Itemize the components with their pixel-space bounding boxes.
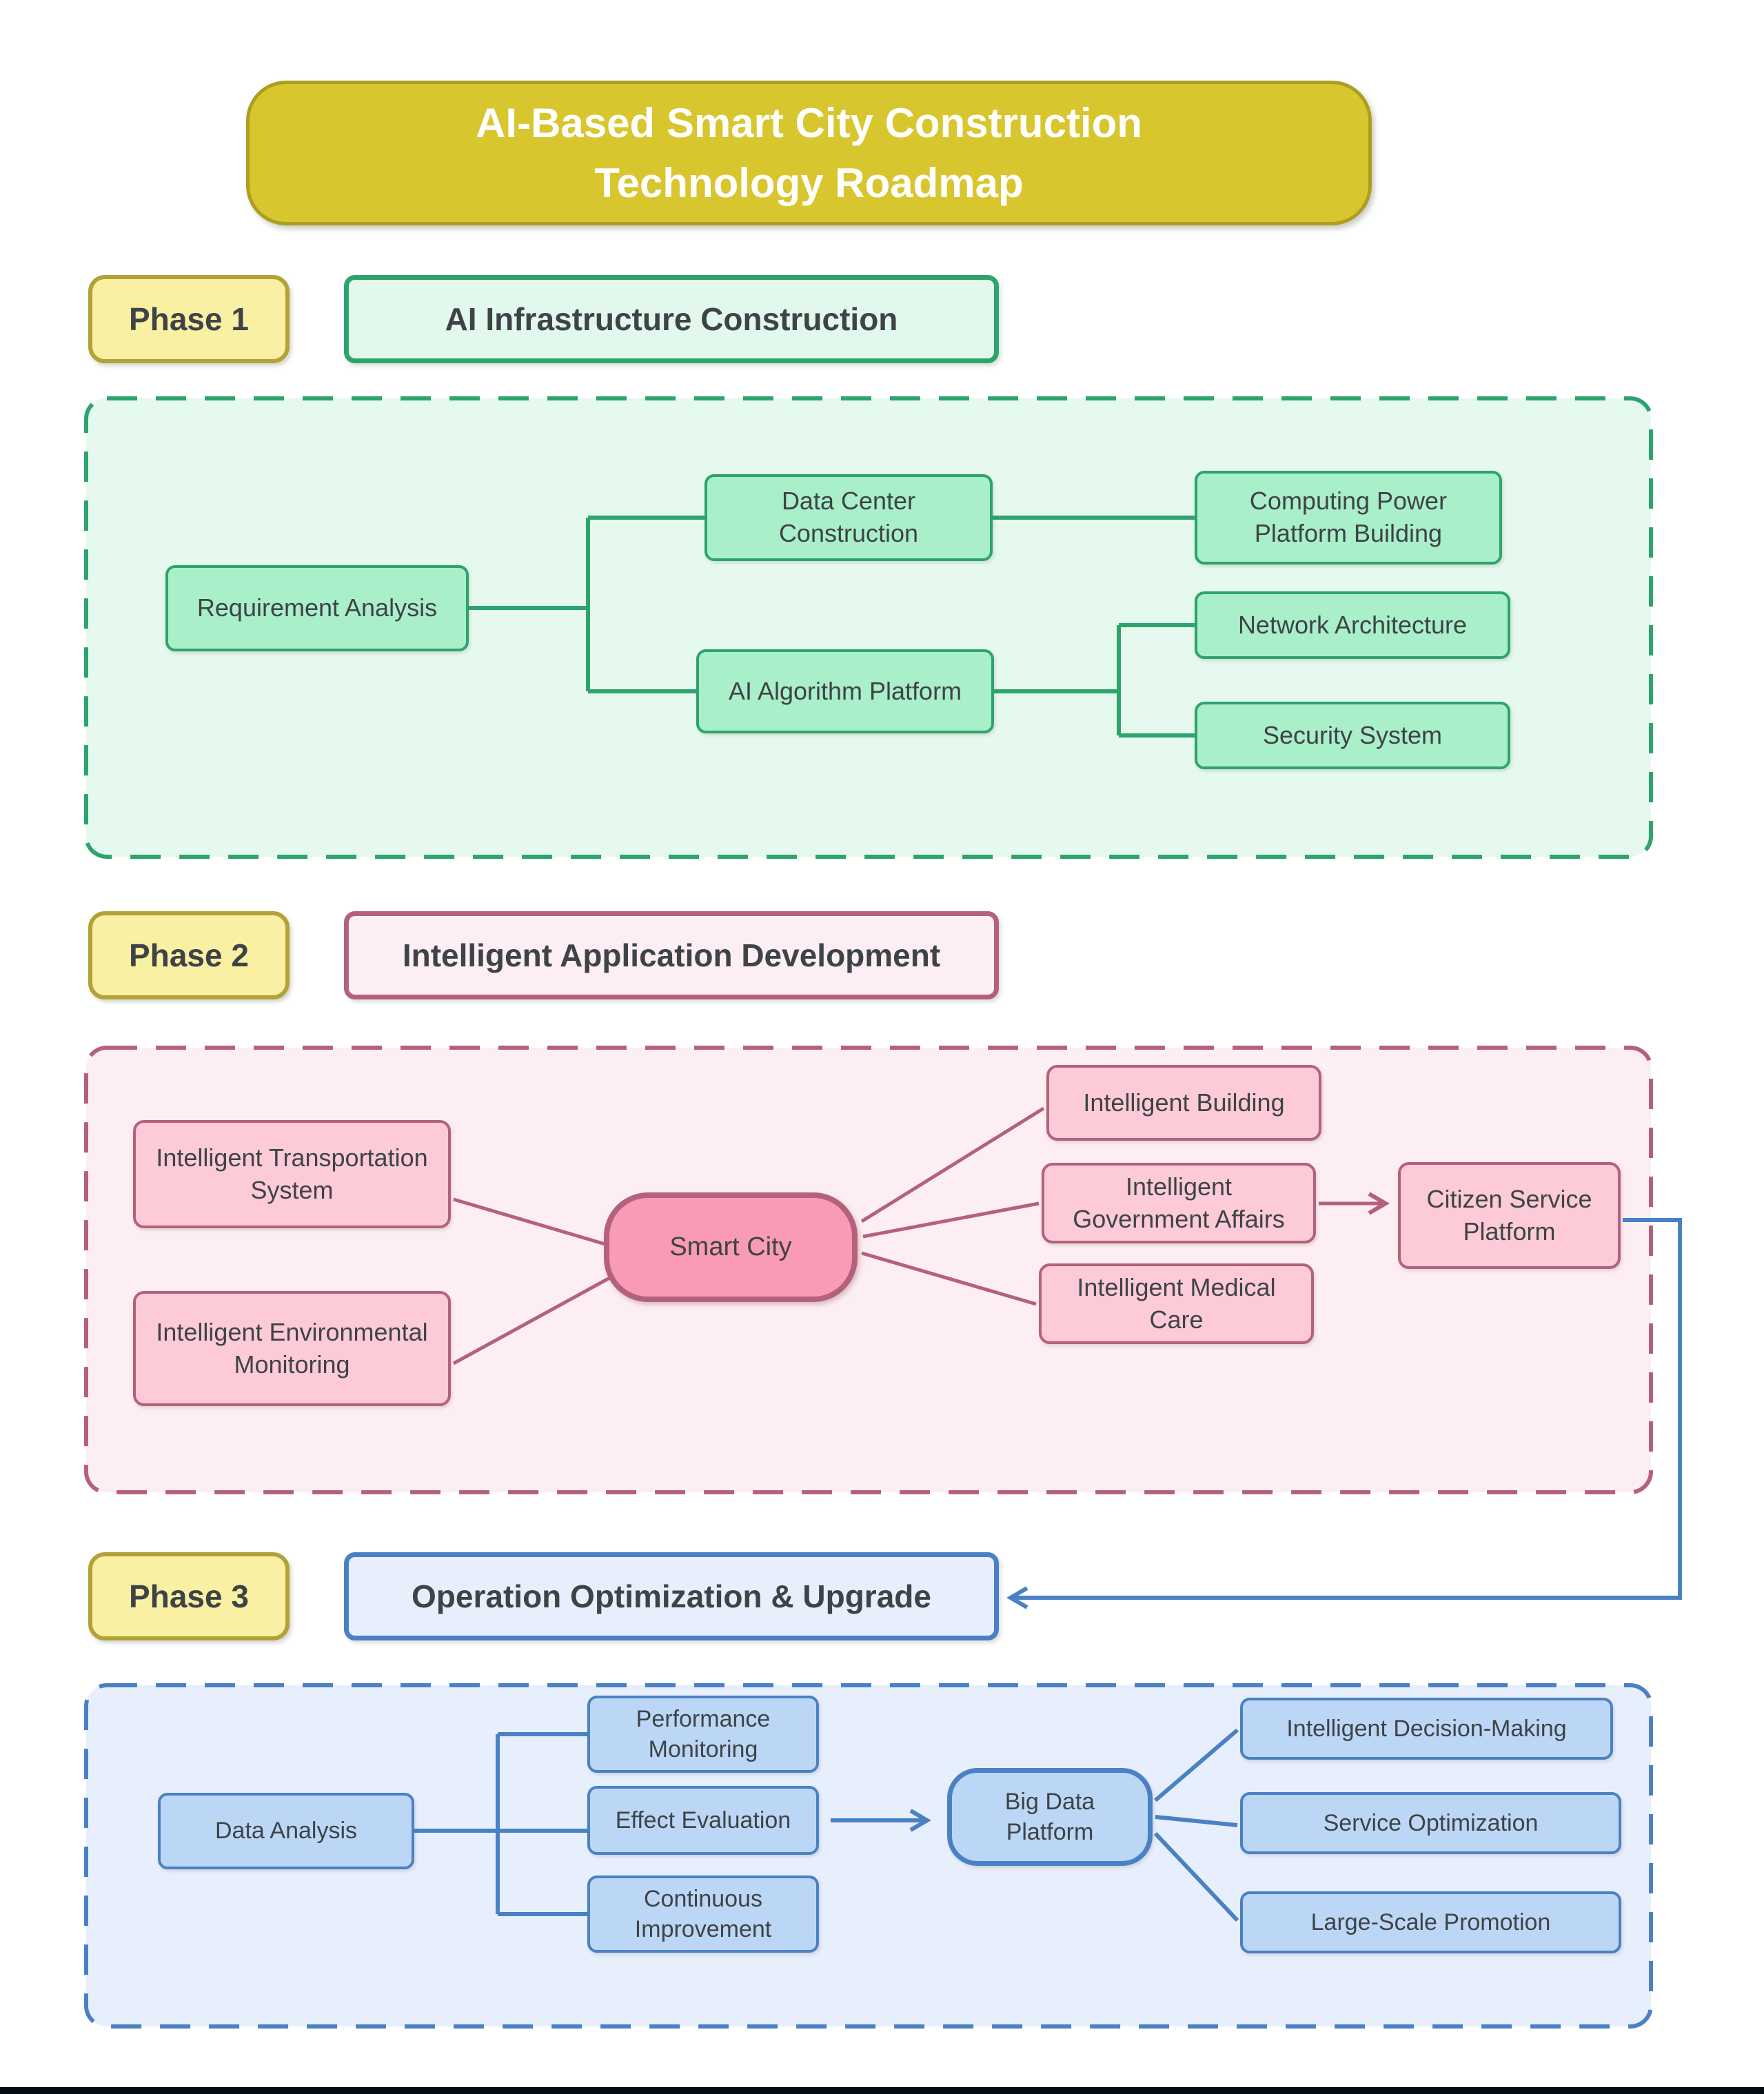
diagram-title-line1: AI-Based Smart City Construction (476, 100, 1142, 146)
feedback-connector (1006, 1218, 1682, 1609)
phase2-title: Intelligent Application Development (344, 911, 999, 999)
phase2-title-text: Intelligent Application Development (402, 937, 941, 973)
phase1-title: AI Infrastructure Construction (344, 275, 999, 363)
phase2-label-text: Phase 2 (129, 937, 249, 973)
phase3-title: Operation Optimization & Upgrade (344, 1552, 999, 1640)
node-intelligent-government: Intelligent Government Affairs (1042, 1163, 1316, 1243)
node-large-scale-promotion: Large-Scale Promotion (1240, 1891, 1621, 1953)
node-service-optimization: Service Optimization (1240, 1792, 1621, 1854)
node-requirement-analysis: Requirement Analysis (165, 565, 469, 651)
node-intelligent-environmental: Intelligent Environmental Monitoring (133, 1291, 451, 1406)
phase1-label-text: Phase 1 (129, 301, 249, 337)
node-data-center-construction: Data Center Construction (704, 474, 993, 561)
node-data-analysis: Data Analysis (158, 1793, 414, 1869)
phase3-title-text: Operation Optimization & Upgrade (412, 1578, 931, 1614)
node-computing-power-platform: Computing Power Platform Building (1195, 471, 1502, 565)
node-network-architecture: Network Architecture (1195, 591, 1510, 659)
node-intelligent-medical: Intelligent Medical Care (1039, 1263, 1314, 1344)
diagram-title-banner: AI-Based Smart City Construction Technol… (246, 81, 1372, 225)
diagram-title-line2: Technology Roadmap (594, 160, 1024, 206)
node-intelligent-building: Intelligent Building (1046, 1065, 1321, 1141)
node-performance-monitoring: Performance Monitoring (587, 1696, 819, 1773)
node-continuous-improvement: Continuous Improvement (587, 1876, 819, 1953)
phase3-label: Phase 3 (88, 1552, 290, 1640)
phase1-connectors (469, 516, 1195, 738)
node-ai-algorithm-platform: AI Algorithm Platform (696, 649, 994, 733)
phase1-title-text: AI Infrastructure Construction (445, 301, 898, 337)
node-intelligent-decision-making: Intelligent Decision-Making (1240, 1698, 1613, 1760)
node-big-data-platform: Big Data Platform (947, 1768, 1153, 1866)
phase1-label: Phase 1 (88, 275, 290, 363)
node-security-system: Security System (1195, 702, 1510, 769)
node-intelligent-transportation: Intelligent Transportation System (133, 1120, 451, 1228)
node-citizen-service-platform: Citizen Service Platform (1398, 1162, 1621, 1269)
phase2-container (84, 1046, 1653, 1494)
bottom-edge-bar (0, 2087, 1764, 2094)
phase2-connectors (452, 1106, 1390, 1365)
phase3-connectors (414, 1728, 1239, 1922)
phase3-label-text: Phase 3 (129, 1578, 249, 1614)
node-smart-city: Smart City (604, 1192, 858, 1302)
node-effect-evaluation: Effect Evaluation (587, 1786, 819, 1855)
phase2-label: Phase 2 (88, 911, 290, 999)
